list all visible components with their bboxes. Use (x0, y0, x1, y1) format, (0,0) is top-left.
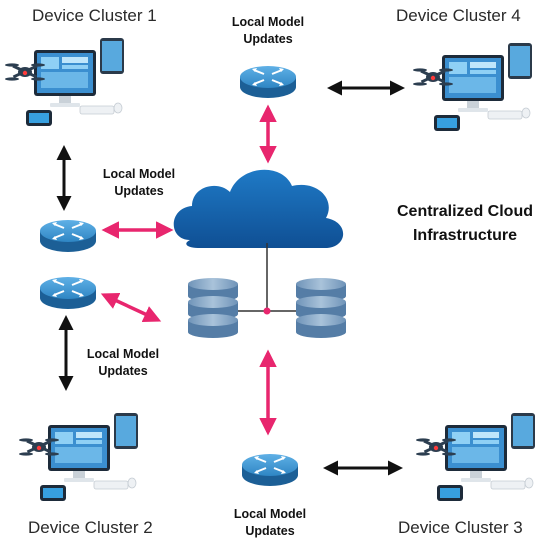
server-stack-right-icon (296, 278, 346, 338)
central-label-line1: Centralized Cloud (396, 203, 533, 220)
update-label-bottom: Local Model Updates (215, 506, 325, 540)
update-label-left-upper-line1: Local Model (102, 167, 176, 181)
device-cluster-2-icon (18, 412, 139, 502)
cloud-icon (173, 169, 344, 248)
update-label-bottom-line1: Local Model (233, 507, 307, 521)
device-cluster-1-icon (4, 37, 125, 127)
cluster-2-label: Device Cluster 2 (28, 518, 153, 537)
update-label-left-lower: Local Model Updates (68, 346, 178, 380)
router-left-lower-icon (39, 276, 97, 310)
update-label-left-lower-line1: Local Model (86, 347, 160, 361)
update-label-top-line1: Local Model (231, 15, 305, 29)
central-label-line2: Infrastructure (412, 227, 518, 244)
cluster-3-label: Device Cluster 3 (398, 518, 523, 537)
arrow-servers-left-lower (100, 292, 162, 323)
update-label-bottom-line2: Updates (245, 524, 295, 538)
device-cluster-4-icon (412, 42, 533, 132)
junction-dot (263, 307, 271, 315)
cluster-4-label: Device Cluster 4 (396, 6, 521, 25)
central-infrastructure-label: Centralized Cloud Infrastructure (380, 200, 550, 248)
update-label-left-lower-line2: Updates (98, 364, 148, 378)
update-label-left-upper-line2: Updates (114, 184, 164, 198)
cluster-1-label: Device Cluster 1 (32, 6, 157, 25)
router-bottom-icon (241, 453, 299, 487)
update-label-top-line2: Updates (243, 32, 293, 46)
update-label-left-upper: Local Model Updates (84, 166, 194, 200)
server-stack-left-icon (188, 278, 238, 338)
router-top-icon (239, 65, 297, 99)
router-left-upper-icon (39, 219, 97, 253)
device-cluster-3-icon (415, 412, 536, 502)
update-label-top: Local Model Updates (213, 14, 323, 48)
